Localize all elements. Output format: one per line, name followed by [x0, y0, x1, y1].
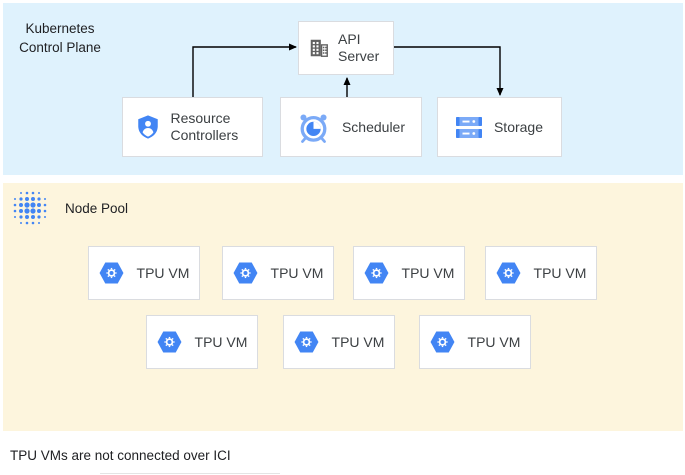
- node-pool-label: Node Pool: [65, 200, 129, 216]
- diagram-caption: TPU VMs are not connected over ICI: [10, 448, 231, 463]
- shield-user-icon: [137, 115, 158, 139]
- node-label: TPU VM: [331, 333, 385, 350]
- node-resource-controllers: Resource Controllers: [122, 97, 263, 157]
- node-pool-header: Node Pool: [12, 190, 128, 226]
- tpu-hexagon-icon: [233, 262, 258, 284]
- node-label: TPU VM: [401, 264, 455, 281]
- node-label: TPU VM: [533, 264, 587, 281]
- node-label: Scheduler: [341, 118, 406, 135]
- node-label: API Server: [338, 31, 380, 64]
- node-api-server: API Server: [298, 21, 394, 75]
- alarm-clock-icon: [300, 113, 327, 143]
- node-label: Resource Controllers: [170, 110, 239, 143]
- node-label: TPU VM: [467, 333, 521, 350]
- tpu-hexagon-icon: [364, 262, 389, 284]
- tpu-hexagon-icon: [430, 331, 455, 353]
- control-plane-label: Kubernetes Control Plane: [19, 21, 101, 55]
- building-icon: [310, 39, 328, 57]
- tpu-hexagon-icon: [157, 331, 182, 353]
- dot-matrix-icon: [13, 191, 47, 225]
- node-tpu-vm: TPU VM: [353, 246, 465, 300]
- node-label: TPU VM: [194, 333, 248, 350]
- node-tpu-vm: TPU VM: [88, 246, 200, 300]
- node-label: TPU VM: [270, 264, 324, 281]
- node-tpu-vm: TPU VM: [146, 315, 258, 369]
- node-scheduler: Scheduler: [280, 97, 422, 157]
- node-tpu-vm: TPU VM: [419, 315, 531, 369]
- node-storage: Storage: [437, 97, 562, 157]
- node-label: TPU VM: [136, 264, 190, 281]
- node-tpu-vm: TPU VM: [283, 315, 395, 369]
- node-pool-region: [3, 183, 683, 431]
- node-tpu-vm: TPU VM: [485, 246, 597, 300]
- node-tpu-vm: TPU VM: [222, 246, 334, 300]
- server-stack-icon: [455, 116, 482, 138]
- tpu-hexagon-icon: [294, 331, 319, 353]
- node-label: Storage: [493, 118, 544, 135]
- tpu-hexagon-icon: [99, 262, 124, 284]
- tpu-hexagon-icon: [496, 262, 521, 284]
- divider-line: [100, 473, 280, 474]
